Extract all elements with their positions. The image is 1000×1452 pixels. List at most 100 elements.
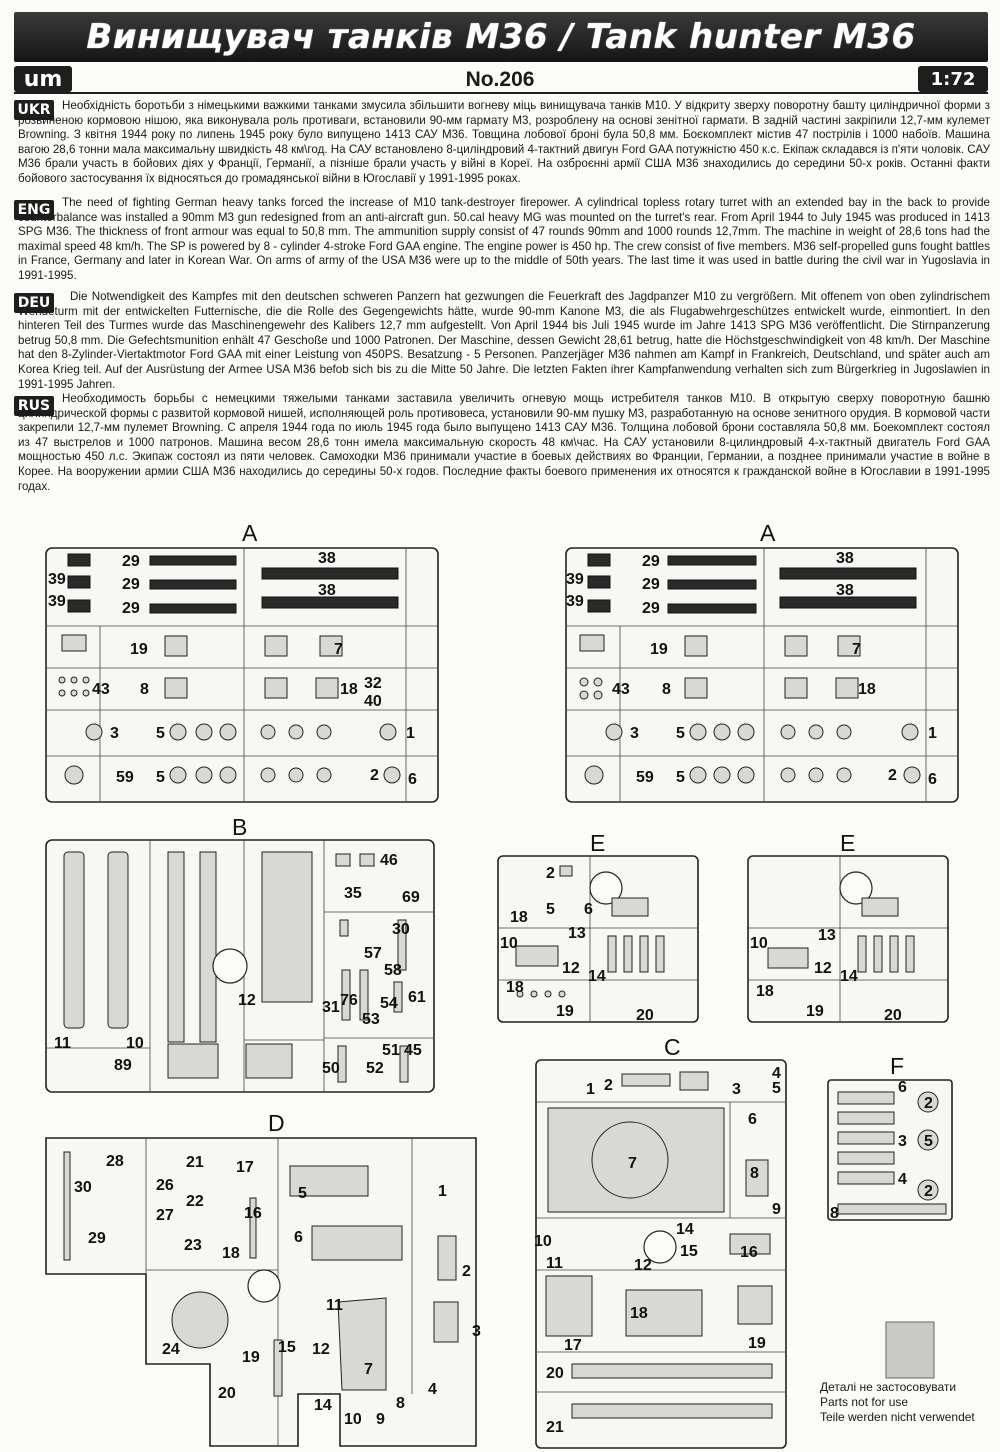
svg-text:19: 19: [806, 1003, 824, 1020]
svg-text:8: 8: [750, 1165, 759, 1182]
notice-line-deu: Teile werden nicht verwendet: [820, 1410, 975, 1424]
svg-text:5: 5: [772, 1080, 781, 1097]
svg-text:7: 7: [364, 1361, 373, 1378]
svg-text:3: 3: [732, 1081, 741, 1098]
svg-text:26: 26: [156, 1177, 174, 1194]
description-ukr: Необхідність боротьби з німецькими важки…: [18, 99, 990, 185]
svg-text:15: 15: [680, 1243, 698, 1260]
svg-text:29: 29: [642, 576, 660, 593]
svg-text:19: 19: [130, 641, 148, 658]
svg-text:51: 51: [382, 1042, 400, 1059]
svg-text:7: 7: [852, 641, 861, 658]
sprue-letter: A: [760, 520, 776, 546]
svg-text:11: 11: [326, 1297, 343, 1314]
svg-text:4: 4: [772, 1065, 781, 1082]
svg-text:10: 10: [344, 1411, 362, 1428]
header-divider: [14, 92, 988, 94]
svg-text:2: 2: [462, 1263, 471, 1280]
svg-text:31: 31: [322, 999, 340, 1016]
svg-text:69: 69: [402, 889, 420, 906]
svg-text:7: 7: [334, 641, 343, 658]
svg-text:20: 20: [546, 1365, 564, 1382]
svg-text:3: 3: [110, 725, 119, 742]
sprue-letter: C: [664, 1034, 681, 1060]
svg-text:12: 12: [814, 960, 832, 977]
svg-text:50: 50: [322, 1060, 340, 1077]
svg-text:2: 2: [924, 1183, 933, 1200]
svg-text:18: 18: [340, 681, 358, 698]
svg-text:20: 20: [636, 1007, 654, 1024]
lang-tag-ukr: UKR: [14, 100, 54, 120]
svg-text:61: 61: [408, 989, 426, 1006]
svg-text:39: 39: [48, 571, 66, 588]
svg-text:6: 6: [928, 771, 937, 788]
svg-text:12: 12: [562, 960, 580, 977]
svg-text:24: 24: [162, 1341, 180, 1358]
svg-text:19: 19: [556, 1003, 574, 1020]
svg-text:14: 14: [314, 1397, 332, 1414]
svg-text:20: 20: [884, 1007, 902, 1024]
svg-text:39: 39: [48, 593, 66, 610]
svg-text:28: 28: [106, 1153, 124, 1170]
svg-text:9: 9: [376, 1411, 385, 1428]
svg-text:59: 59: [116, 769, 134, 786]
svg-text:18: 18: [506, 979, 524, 996]
svg-text:89: 89: [114, 1057, 132, 1074]
svg-text:39: 39: [566, 571, 584, 588]
svg-text:18: 18: [222, 1245, 240, 1262]
page-title: Винищувач танків М36 / Tank hunter M36: [86, 17, 916, 57]
svg-text:8: 8: [140, 681, 149, 698]
svg-text:45: 45: [404, 1042, 422, 1059]
svg-text:38: 38: [836, 550, 854, 567]
notice-line-ukr: Деталі не застосовувати: [820, 1380, 957, 1394]
svg-text:3: 3: [630, 725, 639, 742]
svg-text:3: 3: [898, 1133, 907, 1150]
svg-text:1: 1: [928, 725, 937, 742]
svg-text:6: 6: [584, 901, 593, 918]
svg-text:22: 22: [186, 1193, 204, 1210]
svg-text:19: 19: [748, 1335, 766, 1352]
svg-text:6: 6: [408, 771, 417, 788]
brand-logo: um: [14, 66, 72, 92]
svg-text:14: 14: [840, 968, 858, 985]
not-for-use-notice: Деталі не застосовувати Parts not for us…: [820, 1380, 990, 1425]
svg-text:18: 18: [858, 681, 876, 698]
svg-text:12: 12: [238, 992, 256, 1009]
svg-text:17: 17: [564, 1337, 582, 1354]
svg-text:4: 4: [898, 1171, 907, 1188]
svg-text:4: 4: [428, 1381, 437, 1398]
svg-text:29: 29: [122, 576, 140, 593]
svg-text:58: 58: [384, 962, 402, 979]
svg-text:5: 5: [156, 769, 165, 786]
svg-text:29: 29: [642, 553, 660, 570]
svg-text:21: 21: [186, 1154, 204, 1171]
sprue-letter: E: [590, 830, 605, 856]
svg-text:59: 59: [636, 769, 654, 786]
svg-text:38: 38: [318, 582, 336, 599]
svg-text:14: 14: [676, 1221, 694, 1238]
svg-text:2: 2: [924, 1095, 933, 1112]
description-rus: Необходимость борьбы с немецкими тяжелым…: [18, 392, 990, 493]
svg-text:6: 6: [898, 1079, 907, 1096]
svg-text:46: 46: [380, 852, 398, 869]
svg-text:21: 21: [546, 1419, 564, 1436]
svg-text:3: 3: [472, 1323, 481, 1340]
svg-text:38: 38: [836, 582, 854, 599]
svg-text:12: 12: [312, 1341, 330, 1358]
svg-text:43: 43: [92, 681, 110, 698]
sprue-letter: E: [840, 830, 855, 856]
svg-text:10: 10: [534, 1233, 552, 1250]
svg-text:13: 13: [818, 927, 836, 944]
svg-text:6: 6: [748, 1111, 757, 1128]
description-deu: Die Notwendigkeit des Kampfes mit den de…: [18, 290, 990, 391]
svg-text:9: 9: [772, 1201, 781, 1218]
description-eng: The need of fighting German heavy tanks …: [18, 196, 990, 282]
lang-tag-rus: RUS: [14, 396, 54, 416]
svg-text:2: 2: [888, 767, 897, 784]
svg-text:16: 16: [244, 1205, 262, 1222]
svg-text:1: 1: [406, 725, 415, 742]
svg-text:18: 18: [630, 1305, 648, 1322]
